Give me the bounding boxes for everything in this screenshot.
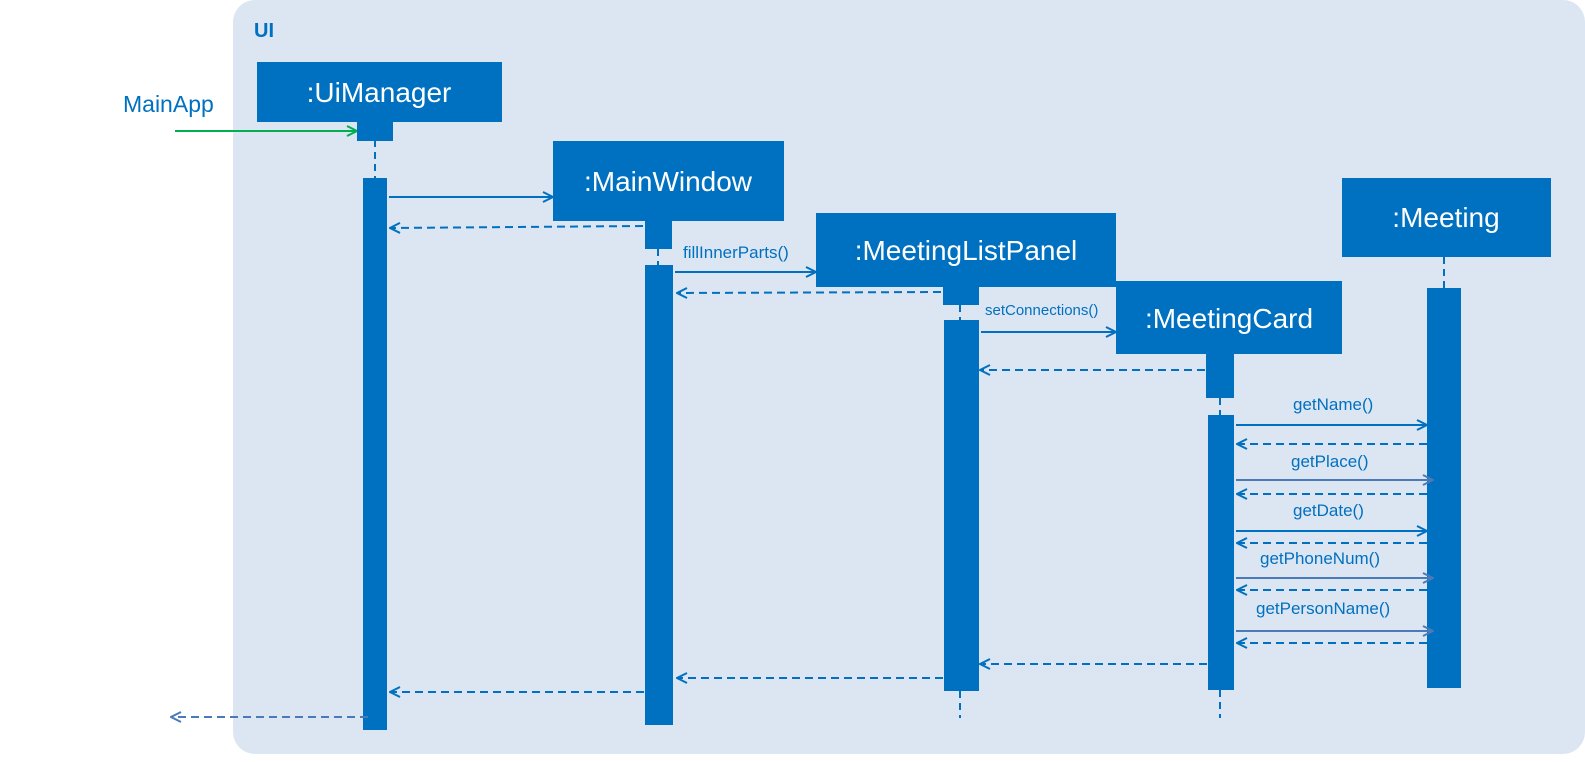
activation-meeting-card [1208,415,1234,690]
activation-main-window [645,265,673,725]
participant-label-meeting: :Meeting [1392,202,1499,233]
participant-stem-ui-manager [357,122,393,141]
participant-box-meeting-card [1116,281,1342,354]
msg-label-get-date: getDate() [1293,501,1364,520]
return-mainwindow-to-uimanager [390,226,644,228]
participant-box-meeting [1342,178,1551,257]
msg-label-set-connections: setConnections() [985,302,1098,319]
msg-label-get-name: getName() [1293,395,1373,414]
participant-box-meeting-list-panel [816,213,1116,287]
return-listpanel-to-mainwindow [677,292,942,293]
actor-label-mainapp: MainApp [123,91,214,117]
participant-box-main-window [553,141,784,221]
participant-label-main-window: :MainWindow [584,166,753,197]
activation-ui-manager [363,178,387,730]
participant-box-ui-manager [257,62,502,122]
ui-frame-label: UI [254,20,274,42]
activation-meeting-list-panel [944,320,979,691]
participant-stem-main-window [645,221,672,249]
msg-label-get-place: getPlace() [1291,452,1368,471]
participant-label-ui-manager: :UiManager [307,77,452,108]
msg-label-fill-inner-parts: fillInnerParts() [683,243,789,262]
activation-meeting [1427,288,1461,688]
participant-stem-meeting-list-panel [943,287,979,305]
participant-label-meeting-list-panel: :MeetingListPanel [855,235,1078,266]
msg-label-get-phone-num: getPhoneNum() [1260,549,1380,568]
participant-label-meeting-card: :MeetingCard [1145,303,1313,334]
participant-stem-meeting-card [1206,354,1234,398]
msg-label-get-person-name: getPersonName() [1256,599,1390,618]
